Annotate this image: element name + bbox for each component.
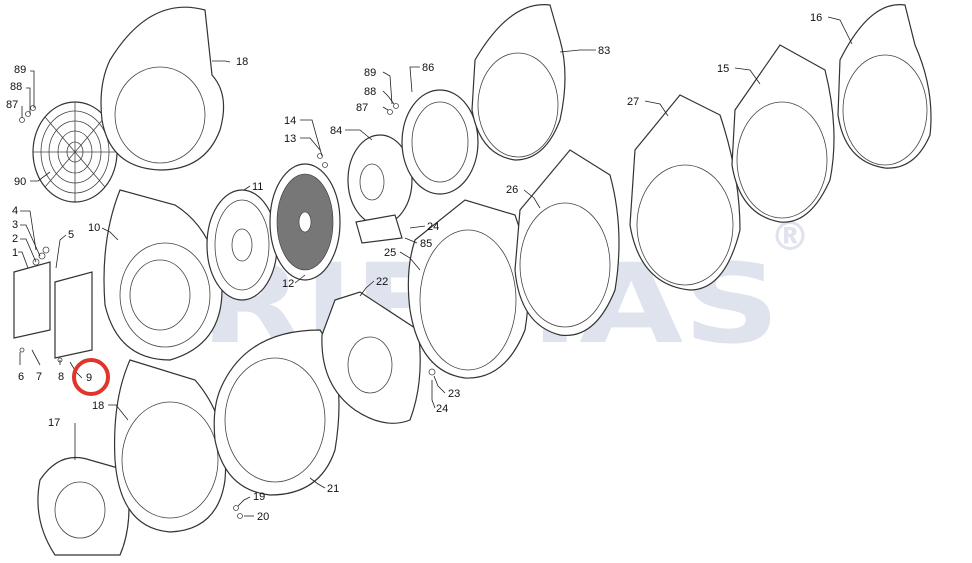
part-26-housing (514, 149, 620, 337)
label-15: 15 (717, 63, 729, 75)
label-21: 21 (327, 483, 339, 495)
part-17-plate (37, 456, 130, 556)
label-23: 23 (448, 388, 460, 400)
label-86: 86 (422, 62, 434, 74)
label-4: 4 (12, 205, 18, 217)
label-8: 8 (58, 371, 64, 383)
label-88-left: 88 (10, 81, 22, 93)
label-7: 7 (36, 371, 42, 383)
label-17: 17 (48, 417, 60, 429)
label-13: 13 (284, 133, 296, 145)
label-89-mid: 89 (364, 67, 376, 79)
label-16: 16 (810, 12, 822, 24)
label-2: 2 (12, 233, 18, 245)
part-18-housing-bottom (114, 359, 227, 533)
label-18-top: 18 (236, 56, 248, 68)
label-18-bottom: 18 (92, 400, 104, 412)
highlight-circle (72, 358, 110, 396)
label-89-left: 89 (14, 64, 26, 76)
label-3: 3 (12, 219, 18, 231)
label-90: 90 (14, 176, 26, 188)
label-11: 11 (252, 181, 263, 193)
label-87-left: 87 (6, 99, 18, 111)
label-10: 10 (88, 222, 100, 234)
label-20: 20 (257, 511, 269, 523)
part-85-bracket (355, 214, 403, 244)
part-11-mesh-disc (206, 189, 278, 301)
part-16-housing (837, 4, 932, 169)
label-1: 1 (12, 247, 18, 259)
part-22-plate (321, 291, 421, 424)
label-14: 14 (284, 115, 296, 127)
label-26: 26 (506, 184, 518, 196)
label-19: 19 (253, 491, 265, 503)
label-24-top: 24 (427, 221, 439, 233)
part-10-housing (103, 189, 223, 361)
label-87-mid: 87 (356, 102, 368, 114)
label-9: 9 (86, 372, 92, 384)
part-12-filter-disc (269, 163, 341, 281)
label-83: 83 (598, 45, 610, 57)
part-86-ring (401, 89, 479, 195)
label-27: 27 (627, 96, 639, 108)
part-84-drum (347, 134, 413, 226)
label-6: 6 (18, 371, 24, 383)
label-25: 25 (384, 247, 396, 259)
part-27-housing (629, 94, 741, 291)
label-12: 12 (282, 278, 294, 290)
label-22: 22 (376, 276, 388, 288)
label-85: 85 (420, 238, 432, 250)
callout-labels: 89 88 87 90 18 4 3 2 1 5 6 7 8 9 10 18 1… (6, 12, 822, 523)
part-brackets-1-5 (13, 246, 93, 359)
part-90-grille (32, 101, 118, 203)
label-5: 5 (68, 229, 74, 241)
fasteners (19, 103, 436, 519)
part-21-housing (213, 329, 340, 496)
leader-lines (18, 16, 853, 517)
part-18-housing-top (100, 6, 225, 171)
label-84: 84 (330, 125, 342, 137)
label-24-bottom: 24 (436, 403, 448, 415)
part-15-housing (731, 44, 835, 223)
label-88-mid: 88 (364, 86, 376, 98)
part-83-housing (471, 4, 566, 161)
